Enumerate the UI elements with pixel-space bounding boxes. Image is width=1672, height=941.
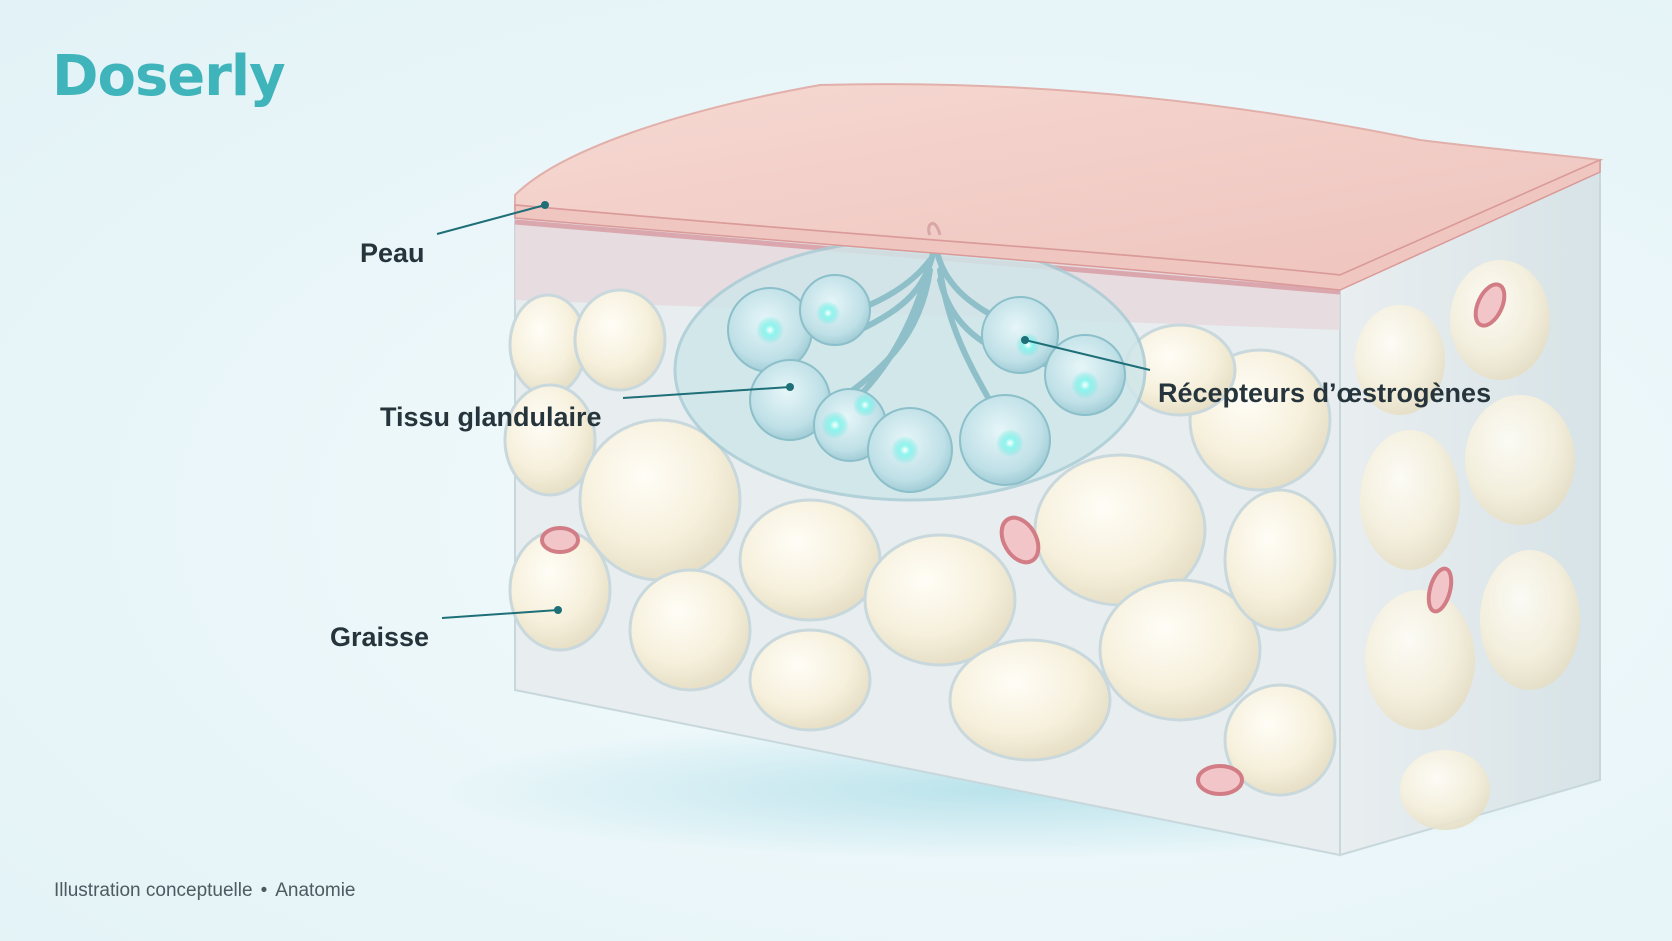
label-gland: Tissu glandulaire	[380, 402, 602, 432]
nipple-dimple	[927, 222, 942, 236]
label-fat: Graisse	[330, 622, 430, 652]
fat-lobules	[503, 288, 1337, 797]
skin-edge	[514, 158, 1601, 291]
leader-lines	[436, 201, 1151, 619]
side-fat-lobules	[1355, 260, 1580, 830]
label-skin: Peau	[360, 238, 425, 268]
footer-caption: Illustration conceptuelle • Anatomie	[54, 880, 356, 902]
anchor-dot-fat	[554, 606, 562, 614]
anchor-dot-skin	[541, 201, 549, 209]
footer-left: Illustration conceptuelle	[54, 880, 253, 901]
label-receptors: Récepteurs d’œstrogènes	[1158, 378, 1492, 408]
leader-line-fat	[441, 609, 559, 619]
brand-logo: Doserly	[52, 44, 286, 109]
footer-right: Anatomie	[275, 880, 356, 901]
anchor-dot-receptors	[1021, 336, 1029, 344]
leader-line-receptors	[1024, 339, 1151, 371]
footer-separator: •	[260, 880, 268, 901]
estrogen-receptors	[756, 301, 1099, 464]
blood-vessels	[540, 282, 1507, 796]
leader-line-gland	[622, 386, 791, 399]
anchor-dot-gland	[786, 383, 794, 391]
leader-line-skin	[436, 204, 546, 235]
